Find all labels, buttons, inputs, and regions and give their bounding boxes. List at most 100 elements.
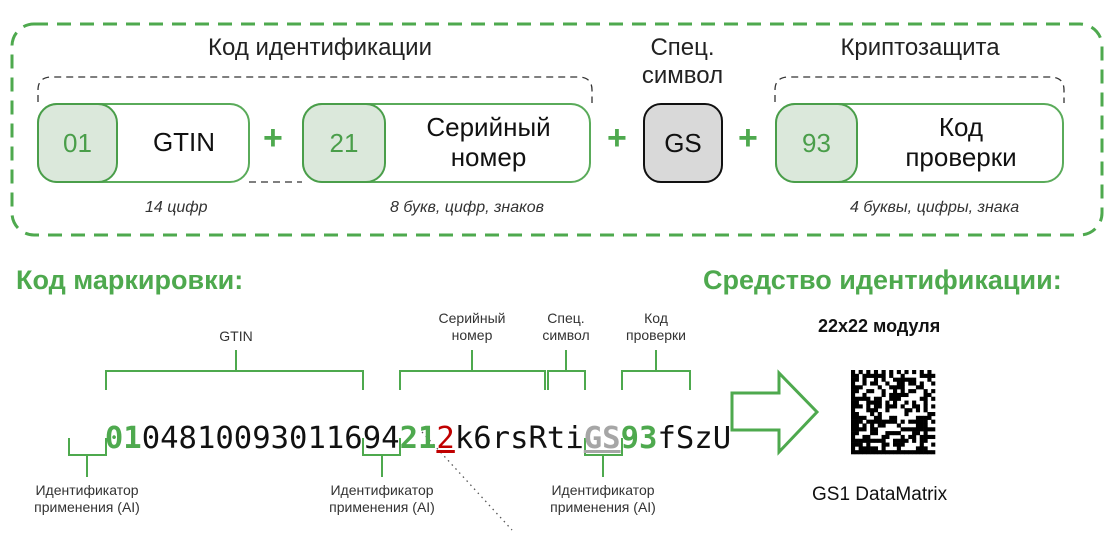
datamatrix-module xyxy=(851,370,856,375)
datamatrix-module xyxy=(851,423,856,428)
datamatrix-module xyxy=(912,434,917,440)
datamatrix-module xyxy=(919,434,924,440)
datamatrix-module xyxy=(858,404,863,409)
datamatrix-module xyxy=(900,385,905,390)
datamatrix-module xyxy=(854,412,859,417)
datamatrix-module xyxy=(885,442,890,447)
ai-key-21: 21 xyxy=(302,103,386,183)
datamatrix-module xyxy=(851,419,856,424)
datamatrix-module xyxy=(851,392,856,398)
datamatrix-module xyxy=(877,415,882,420)
arrow-right-icon xyxy=(730,369,820,456)
datamatrix-module xyxy=(862,373,867,378)
datamatrix-module xyxy=(881,423,886,428)
datamatrix-module xyxy=(873,381,879,386)
datamatrix-module xyxy=(912,427,917,432)
datamatrix-module xyxy=(923,446,928,451)
group-title-identification: Код идентификации xyxy=(208,34,432,61)
datamatrix-module xyxy=(912,377,917,382)
datamatrix-module xyxy=(900,434,905,440)
serial-note: 8 букв, цифр, знаков xyxy=(390,199,544,216)
datamatrix-module xyxy=(862,423,867,428)
datamatrix-module xyxy=(915,408,921,413)
datamatrix-module xyxy=(912,404,917,409)
datamatrix-module xyxy=(851,427,856,432)
datamatrix-module xyxy=(873,438,879,443)
datamatrix-module xyxy=(904,400,909,405)
datamatrix-module xyxy=(870,438,875,443)
datamatrix-module xyxy=(912,419,917,424)
datamatrix-module xyxy=(870,381,875,386)
outer-dashed-frame xyxy=(10,22,1104,237)
check-label: Код проверки xyxy=(905,112,1017,172)
datamatrix-module xyxy=(904,377,909,382)
gtin-note: 14 цифр xyxy=(145,199,208,216)
datamatrix-module xyxy=(893,385,898,390)
datamatrix-module xyxy=(908,381,913,386)
datamatrix-module xyxy=(919,423,924,428)
datamatrix-module xyxy=(915,404,921,409)
datamatrix-module xyxy=(931,419,936,424)
datamatrix-module xyxy=(851,373,856,378)
datamatrix-module xyxy=(885,408,890,413)
datamatrix-module xyxy=(919,442,924,447)
datamatrix-module xyxy=(862,438,867,443)
datamatrix-module xyxy=(923,431,928,436)
datamatrix-module xyxy=(885,450,890,455)
datamatrix-module xyxy=(915,446,921,451)
datamatrix-module xyxy=(893,396,898,401)
datamatrix-module xyxy=(915,431,921,436)
datamatrix-module xyxy=(870,423,875,428)
datamatrix-module xyxy=(889,404,894,409)
datamatrix-module xyxy=(904,450,909,455)
datamatrix-module xyxy=(931,450,936,455)
plus-sign: + xyxy=(263,119,283,157)
datamatrix-module xyxy=(851,408,856,413)
datamatrix-module xyxy=(923,400,928,405)
datamatrix-module xyxy=(854,396,859,401)
special-bracket xyxy=(547,350,586,390)
crypto-group-bracket xyxy=(774,76,1065,103)
datamatrix-module xyxy=(908,389,913,394)
datamatrix-module xyxy=(931,373,936,378)
datamatrix-module xyxy=(870,408,875,413)
datamatrix-module xyxy=(873,450,879,455)
datamatrix-module xyxy=(854,415,859,420)
datamatrix-module xyxy=(862,392,867,398)
datamatrix-module xyxy=(915,385,921,390)
datamatrix-module xyxy=(923,389,928,394)
datamatrix-module xyxy=(854,400,859,405)
ai-bracket-01 xyxy=(68,438,107,477)
datamatrix-module xyxy=(896,442,901,447)
datamatrix-module xyxy=(912,438,917,443)
gs-separator-box: GS xyxy=(643,103,723,183)
datamatrix-module xyxy=(908,427,913,432)
datamatrix-module xyxy=(900,373,905,378)
datamatrix-module xyxy=(893,400,898,405)
datamatrix-module xyxy=(881,419,886,424)
datamatrix-module xyxy=(866,446,871,451)
datamatrix-module xyxy=(858,446,863,451)
datamatrix-module xyxy=(896,450,901,455)
datamatrix-module xyxy=(873,373,879,378)
datamatrix-module xyxy=(881,392,886,398)
datamatrix-module xyxy=(866,419,871,424)
datamatrix-module xyxy=(896,446,901,451)
datamatrix-module xyxy=(889,450,894,455)
datamatrix-module xyxy=(923,450,928,455)
ai-bracket-93 xyxy=(584,438,623,477)
datamatrix-module xyxy=(885,419,890,424)
datamatrix-module xyxy=(873,427,879,432)
datamatrix-module xyxy=(889,373,894,378)
datamatrix-module xyxy=(858,396,863,401)
datamatrix-module xyxy=(893,438,898,443)
datamatrix-module xyxy=(893,431,898,436)
code-serial-first-char: 2 xyxy=(436,420,455,456)
datamatrix-module xyxy=(881,438,886,443)
datamatrix-module xyxy=(908,450,913,455)
datamatrix-module xyxy=(866,408,871,413)
datamatrix-module xyxy=(862,446,867,451)
datamatrix-module xyxy=(904,392,909,398)
code-gtin: 04810093011694 xyxy=(141,420,400,456)
